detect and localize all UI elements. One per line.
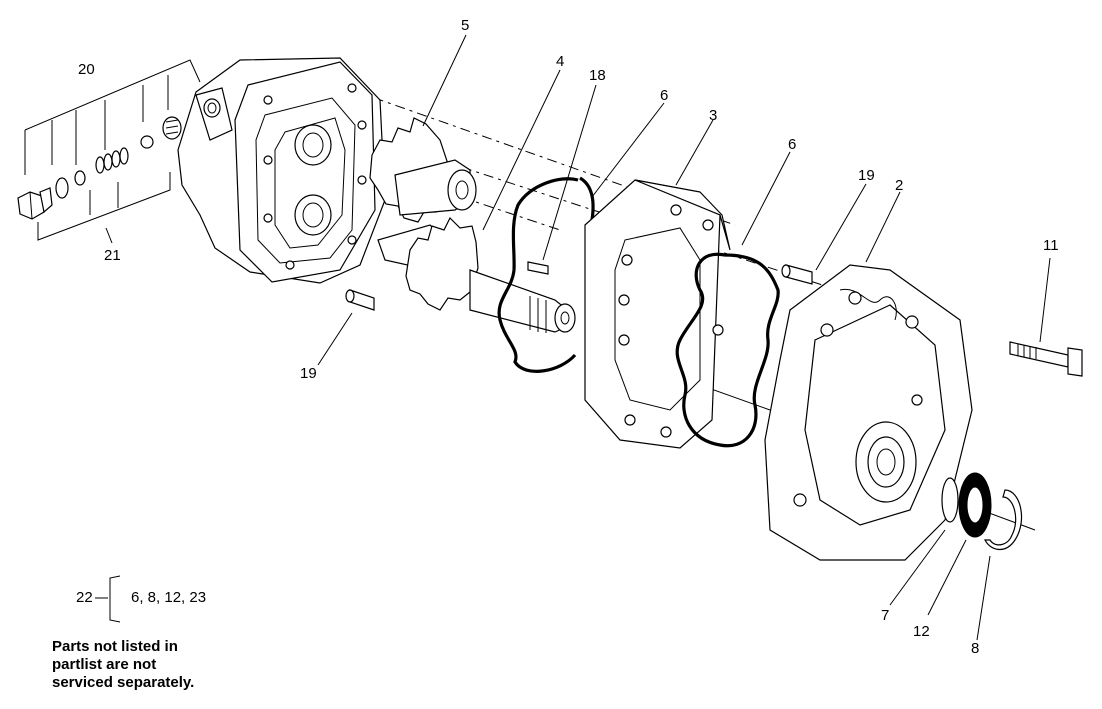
callout-19-right: 19 — [858, 167, 875, 184]
rear-cover — [177, 57, 386, 284]
callout-2: 2 — [895, 177, 904, 194]
callout-6-right: 6 — [788, 136, 797, 153]
callout-5: 5 — [461, 17, 470, 34]
relief-valve-parts — [17, 59, 201, 244]
callout-3: 3 — [709, 107, 718, 124]
bolt-11 — [1009, 341, 1083, 377]
valve-seat — [162, 116, 182, 140]
kit-code: 22 — [76, 589, 93, 606]
service-note-line3: serviced separately. — [52, 674, 195, 691]
gear-housing-3 — [584, 179, 731, 449]
valve-poppet — [140, 135, 154, 149]
gasket-6-right — [675, 252, 780, 448]
retaining-ring-8 — [984, 489, 1023, 550]
valve-washer — [74, 170, 86, 186]
gear-5 — [369, 117, 477, 223]
callout-6-left: 6 — [660, 87, 669, 104]
callout-12: 12 — [913, 623, 930, 640]
valve-spring — [95, 147, 129, 174]
callout-21: 21 — [104, 247, 121, 264]
leader-lines — [95, 34, 1051, 641]
callout-19-left: 19 — [300, 365, 317, 382]
front-cover-2 — [764, 264, 973, 561]
seal-12 — [958, 472, 992, 538]
valve-plug — [17, 187, 53, 220]
gasket-6-left-upper — [579, 176, 595, 221]
callout-11: 11 — [1043, 237, 1059, 254]
pin-19-right — [781, 264, 813, 285]
service-note: Parts not listed in partlist are not ser… — [52, 638, 194, 692]
kit-items: 6, 8, 12, 23 — [131, 589, 207, 606]
service-note-line1: Parts not listed in — [52, 638, 178, 655]
key-18 — [527, 261, 549, 275]
callout-8: 8 — [971, 640, 980, 657]
callout-4: 4 — [556, 53, 565, 70]
gasket-6-left — [497, 177, 579, 373]
washer-7 — [941, 477, 959, 523]
gear-4-shaft — [377, 216, 576, 333]
callout-20: 20 — [78, 61, 95, 78]
callout-18: 18 — [589, 67, 606, 84]
service-note-line2: partlist are not — [52, 656, 157, 673]
valve-o-ring — [55, 177, 69, 199]
callout-7: 7 — [881, 607, 890, 624]
pin-19-left — [345, 289, 375, 311]
